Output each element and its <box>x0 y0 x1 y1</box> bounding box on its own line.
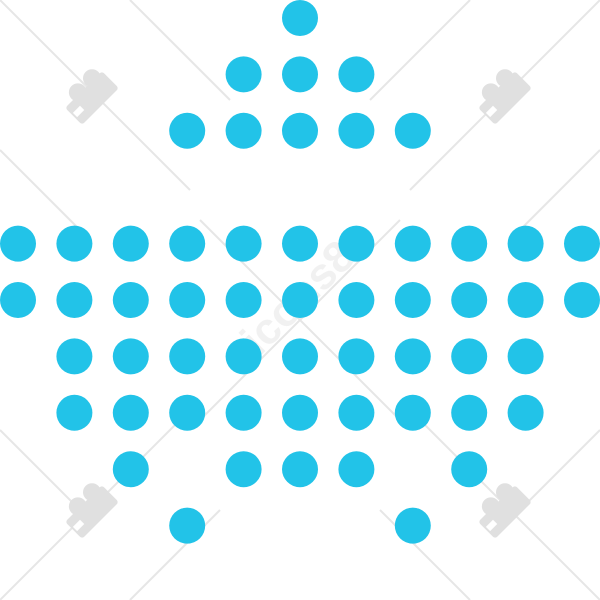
dot <box>112 282 149 318</box>
dot <box>169 225 206 262</box>
dot <box>451 282 488 318</box>
dot <box>169 112 206 149</box>
dot <box>56 338 93 375</box>
dot <box>394 225 431 262</box>
dot <box>451 338 488 375</box>
icons8-logo-icon <box>66 483 118 538</box>
dot <box>507 338 544 375</box>
dot <box>225 338 262 375</box>
dot <box>225 56 262 93</box>
dot <box>282 56 318 93</box>
watermark-line <box>519 149 600 231</box>
dot <box>507 394 544 431</box>
watermark-line <box>129 0 231 101</box>
dot <box>56 225 93 262</box>
dot <box>112 338 149 375</box>
dot <box>112 225 149 262</box>
dot <box>338 112 375 149</box>
dot <box>225 225 262 262</box>
dot <box>507 225 544 262</box>
dot <box>56 394 93 431</box>
watermark-line <box>0 149 81 231</box>
dot <box>282 112 318 149</box>
dot <box>338 56 375 93</box>
dot <box>169 282 206 318</box>
dot <box>225 451 262 488</box>
dot <box>451 394 488 431</box>
dot <box>169 394 206 431</box>
dot <box>112 451 149 488</box>
dot <box>169 338 206 375</box>
dot <box>338 282 375 318</box>
watermark-line <box>369 0 471 101</box>
dot <box>282 225 318 262</box>
dot <box>451 451 488 488</box>
watermark-logos <box>66 69 531 538</box>
dot <box>394 112 431 149</box>
dot <box>338 451 375 488</box>
dot <box>338 225 375 262</box>
dot <box>282 394 318 431</box>
dot <box>338 394 375 431</box>
dot <box>0 225 36 262</box>
dot <box>564 282 600 318</box>
dot <box>225 282 262 318</box>
dot <box>394 394 431 431</box>
icons8-logo-icon <box>479 69 531 124</box>
icons8-logo-icon <box>66 69 118 124</box>
dot <box>282 451 318 488</box>
dot <box>225 112 262 149</box>
dot <box>394 507 431 544</box>
dot <box>225 394 262 431</box>
dot <box>282 338 318 375</box>
dot <box>282 282 318 318</box>
dot <box>507 282 544 318</box>
dot <box>282 0 318 36</box>
dot <box>169 507 206 544</box>
dot <box>338 338 375 375</box>
dot-grid <box>0 0 600 544</box>
dot <box>451 225 488 262</box>
dot <box>0 282 36 318</box>
dot <box>112 394 149 431</box>
dot <box>564 225 600 262</box>
dot <box>394 282 431 318</box>
dot <box>394 338 431 375</box>
icons8-logo-icon <box>479 483 531 538</box>
dot <box>56 282 93 318</box>
